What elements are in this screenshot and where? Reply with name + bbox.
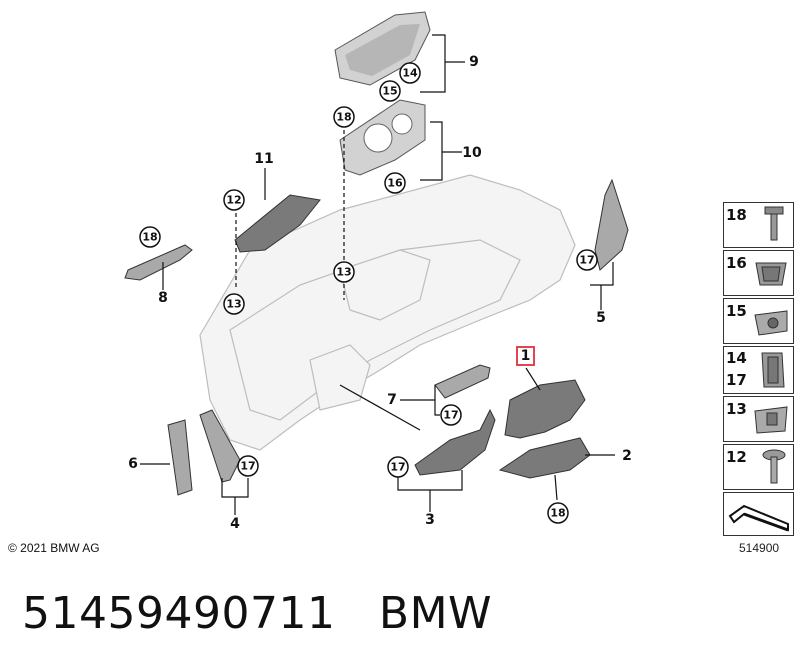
callout-4-17: 17 <box>237 455 259 477</box>
part-2-lower-cover <box>498 437 591 479</box>
svg-text:17: 17 <box>390 461 405 474</box>
part-number-2: 2 <box>622 448 632 464</box>
legend-item-16: 16 <box>723 250 794 296</box>
part-9-speaker-grille <box>334 11 431 86</box>
legend-label: 12 <box>726 448 747 466</box>
part-number-9: 9 <box>469 54 479 70</box>
part-number-4: 4 <box>230 516 240 532</box>
callout-center-13: 13 <box>333 261 355 283</box>
clip-icon <box>755 262 787 286</box>
callout-8-18: 18 <box>139 226 161 248</box>
part-8-bracket <box>124 244 193 281</box>
legend-label: 18 <box>726 206 747 224</box>
part-5-trim <box>594 178 629 271</box>
svg-text:15: 15 <box>382 85 397 98</box>
svg-text:18: 18 <box>142 231 157 244</box>
legend-label: 14 <box>726 349 747 367</box>
part-7-cover <box>434 364 491 399</box>
part-number-5: 5 <box>596 310 606 326</box>
pan-head-screw-icon <box>762 449 786 484</box>
parts-diagram: 14 15 18 16 12 13 18 13 17 17 17 17 18 9… <box>124 11 632 532</box>
dashboard-ghost <box>199 174 576 451</box>
part-number-6: 6 <box>128 456 138 472</box>
spring-clip-icon <box>761 352 785 388</box>
clip-nut-icon <box>754 310 788 336</box>
svg-text:16: 16 <box>387 177 403 190</box>
svg-text:18: 18 <box>550 507 565 520</box>
legend-label: 17 <box>726 371 747 389</box>
legend-item-13: 13 <box>723 396 794 442</box>
svg-text:12: 12 <box>226 194 241 207</box>
legend-label: 16 <box>726 254 747 272</box>
callout-11-13: 13 <box>223 293 245 315</box>
callout-2-18: 18 <box>547 502 569 524</box>
callout-7-17: 17 <box>440 404 462 426</box>
copyright: © 2021 BMW AG <box>8 541 100 555</box>
part-3-cover <box>414 408 496 476</box>
callout-9-15: 15 <box>379 80 401 102</box>
callout-9-14: 14 <box>399 62 421 84</box>
assembly-arrow-icon <box>728 504 789 532</box>
part-number-7: 7 <box>387 392 397 408</box>
diagram-reference-number: 514900 <box>739 541 780 555</box>
footer-label: 51459490711 BMW <box>22 588 492 639</box>
callout-10-16: 16 <box>384 172 406 194</box>
svg-text:17: 17 <box>443 409 458 422</box>
part-10-bracket <box>339 99 426 176</box>
legend-item-18: 18 <box>723 202 794 248</box>
svg-text:17: 17 <box>579 254 594 267</box>
legend-label: 15 <box>726 302 747 320</box>
svg-text:13: 13 <box>226 298 241 311</box>
legend-item-assembly <box>723 492 794 536</box>
spreading-nut-icon <box>754 406 788 434</box>
callout-10-18: 18 <box>333 106 355 128</box>
legend-item-12: 12 <box>723 444 794 490</box>
svg-text:13: 13 <box>336 266 351 279</box>
part-number-8: 8 <box>158 290 168 306</box>
screw-icon <box>764 206 784 241</box>
svg-text:17: 17 <box>240 460 255 473</box>
svg-text:14: 14 <box>402 67 418 80</box>
part-1-steering-column-cover <box>504 379 586 439</box>
svg-text:18: 18 <box>336 111 351 124</box>
svg-text:1: 1 <box>521 348 531 364</box>
part-number: 51459490711 <box>22 588 336 639</box>
legend-item-15: 15 <box>723 298 794 344</box>
part-11-panel <box>234 194 321 253</box>
callout-5-17: 17 <box>576 249 598 271</box>
part-6-trim <box>167 419 193 496</box>
callout-3-17: 17 <box>387 456 409 478</box>
brand: BMW <box>378 588 493 639</box>
legend-item-14-17: 14 17 <box>723 346 794 394</box>
part-4-trim <box>199 409 241 483</box>
part-number-10: 10 <box>462 145 482 161</box>
part-number-11: 11 <box>254 151 273 167</box>
callout-11-12: 12 <box>223 189 245 211</box>
part-number-3: 3 <box>425 512 435 528</box>
legend-label: 13 <box>726 400 747 418</box>
part-number-1-highlight[interactable]: 1 <box>516 346 535 366</box>
